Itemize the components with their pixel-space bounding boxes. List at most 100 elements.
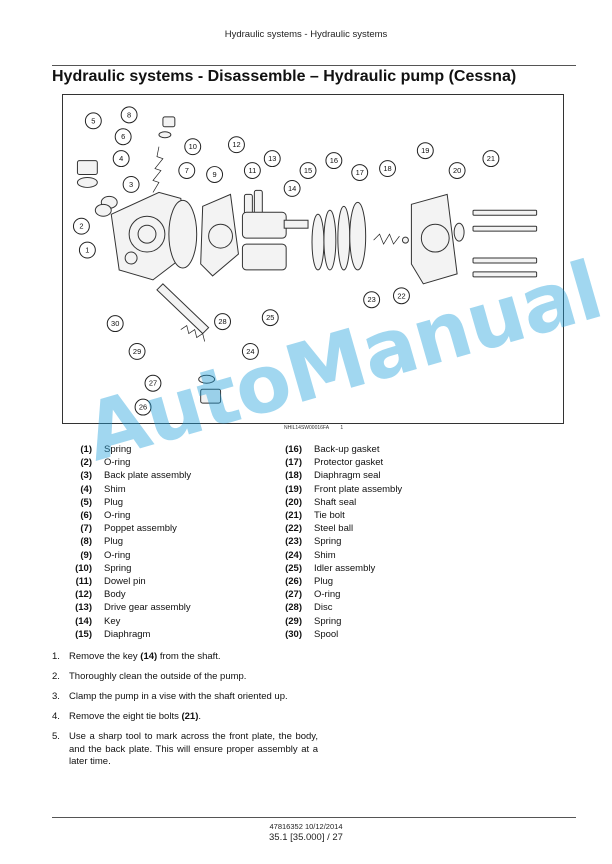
- legend-item-label: Spring: [104, 444, 132, 455]
- legend-item-number: (26): [285, 576, 302, 588]
- step-reference: (14): [140, 651, 158, 662]
- exploded-pump-diagram: 1 2 3 4 5 6 7 8 9 10 11 12 13 14 15 16 1…: [62, 94, 564, 424]
- step-number: 5.: [52, 731, 60, 742]
- callout-1: 1: [78, 241, 96, 259]
- svg-text:21: 21: [487, 154, 495, 163]
- legend-item: (5)Plug: [62, 496, 191, 509]
- callout-11: 11: [243, 162, 261, 179]
- legend-item: (22)Steel ball: [272, 522, 402, 535]
- callout-15: 15: [299, 162, 317, 179]
- parts-legend-left: (1)Spring(2)O-ring(3)Back plate assembly…: [62, 443, 191, 641]
- step-number: 4.: [52, 711, 60, 722]
- callout-24: 24: [241, 342, 259, 360]
- legend-item-number: (3): [80, 470, 92, 482]
- legend-item-number: (14): [75, 615, 92, 627]
- legend-item-label: Spring: [104, 562, 132, 574]
- legend-item: (8)Plug: [62, 535, 191, 548]
- legend-item: (14)Key: [62, 615, 191, 628]
- callout-7: 7: [178, 162, 196, 179]
- parts-legend-right: (16)Back-up gasket(17)Protector gasket(1…: [272, 443, 402, 641]
- legend-item-number: (9): [80, 549, 92, 561]
- legend-item: (28)Disc: [272, 601, 402, 614]
- legend-item: (10)Spring: [62, 562, 191, 575]
- legend-item: (12) Body: [62, 588, 191, 601]
- svg-text:12: 12: [232, 140, 240, 149]
- legend-item-number: (19): [285, 483, 302, 495]
- legend-item-number: (7): [80, 523, 92, 535]
- procedure-steps: 1.Remove the key (14) from the shaft.2.T…: [52, 651, 318, 776]
- diaphragm-gaskets-illustration: [311, 201, 367, 271]
- running-header: Hydraulic systems - Hydraulic systems: [224, 29, 388, 40]
- legend-item-label: Body: [104, 589, 126, 601]
- step-text: Use a sharp tool to mark across the fron…: [69, 731, 318, 769]
- legend-item: (1)Spring: [62, 443, 191, 456]
- legend-item: (17) Protector gasket: [272, 456, 402, 469]
- legend-item-number: (17): [285, 457, 302, 469]
- legend-item-label: Idler assembly: [314, 562, 376, 574]
- legend-item-number: (11): [75, 576, 92, 588]
- legend-item: (6)O-ring: [62, 509, 191, 522]
- svg-text:3: 3: [129, 180, 133, 189]
- legend-item: (18)Diaphragm seal: [272, 469, 402, 482]
- svg-text:26: 26: [139, 403, 147, 412]
- step-text: Thoroughly clean the outside of the pump…: [69, 671, 318, 684]
- svg-text:13: 13: [268, 154, 276, 163]
- body-illustration: [200, 193, 239, 277]
- legend-item: (26)Plug: [272, 575, 402, 588]
- legend-item: (23)Spring: [272, 535, 402, 548]
- footer-divider: [52, 817, 576, 818]
- legend-item: (4)Shim: [62, 483, 191, 496]
- gear-set-illustration: [241, 211, 309, 271]
- legend-item: (11) Dowel pin: [62, 575, 191, 588]
- legend-item-label: Protector gasket: [314, 457, 384, 469]
- legend-item-number: (28): [285, 602, 302, 614]
- legend-item: (27)O-ring: [272, 588, 402, 601]
- figure-code: NHIL14SW00016FA 1: [284, 425, 353, 431]
- legend-item-number: (21): [285, 510, 302, 522]
- legend-item-number: (12): [75, 589, 92, 601]
- svg-text:1: 1: [85, 246, 89, 255]
- left-small-parts: [76, 116, 176, 217]
- procedure-step: 2. Thoroughly clean the outside of the pu…: [52, 671, 318, 684]
- legend-item-number: (20): [285, 496, 302, 508]
- callout-27: 27: [144, 374, 162, 392]
- front-plate-illustration: [410, 193, 458, 285]
- back-plate-illustration: [110, 191, 188, 281]
- svg-text:5: 5: [91, 116, 95, 125]
- legend-item: (21)Tie bolt: [272, 509, 402, 522]
- legend-item-label: O-ring: [104, 510, 131, 522]
- callout-22: 22: [393, 287, 410, 305]
- page-title: Hydraulic systems - Disassemble – Hydrau…: [52, 68, 517, 85]
- legend-item-number: (23): [285, 536, 302, 548]
- legend-item-number: (29): [285, 615, 302, 627]
- spool-assembly-illustration: [156, 283, 222, 404]
- step-text: Clamp the pump in a vise with the shaft …: [69, 691, 318, 704]
- callout-20: 20: [448, 162, 466, 179]
- step-number: 2.: [52, 671, 60, 682]
- callout-28: 28: [214, 313, 231, 331]
- step-text: Remove the key (14) from the shaft.: [69, 651, 318, 664]
- legend-item-label: Dowel pin: [104, 576, 146, 588]
- legend-item-label: O-ring: [104, 549, 131, 561]
- tie-bolts-illustration: [472, 209, 538, 278]
- step-text-part: Remove the eight tie bolts: [69, 711, 182, 722]
- svg-text:16: 16: [330, 156, 338, 165]
- legend-item-number: (30): [285, 628, 302, 640]
- step-reference: (21): [181, 711, 199, 722]
- legend-item: (13)Drive gear assembly: [62, 601, 191, 614]
- svg-text:24: 24: [246, 347, 254, 356]
- svg-text:18: 18: [383, 164, 391, 173]
- figure-number: 1: [340, 425, 344, 431]
- spring-23-illustration: [373, 233, 400, 245]
- legend-item-label: Front plate assembly: [314, 483, 403, 495]
- legend-item-label: Plug: [104, 496, 124, 508]
- procedure-step: 3.Clamp the pump in a vise with the shaf…: [52, 691, 318, 704]
- svg-text:19: 19: [421, 146, 429, 155]
- callout-10: 10: [184, 138, 202, 156]
- o-ring-9-illustration: [168, 199, 198, 269]
- svg-text:20: 20: [453, 166, 461, 175]
- step-text-part: from the shaft.: [157, 651, 221, 662]
- title-divider: [52, 65, 576, 66]
- callouts-group: 1 2 3 4 5 6 7 8 9 10 11 12 13 14 15 16 1…: [72, 106, 500, 416]
- callout-19: 19: [416, 142, 434, 160]
